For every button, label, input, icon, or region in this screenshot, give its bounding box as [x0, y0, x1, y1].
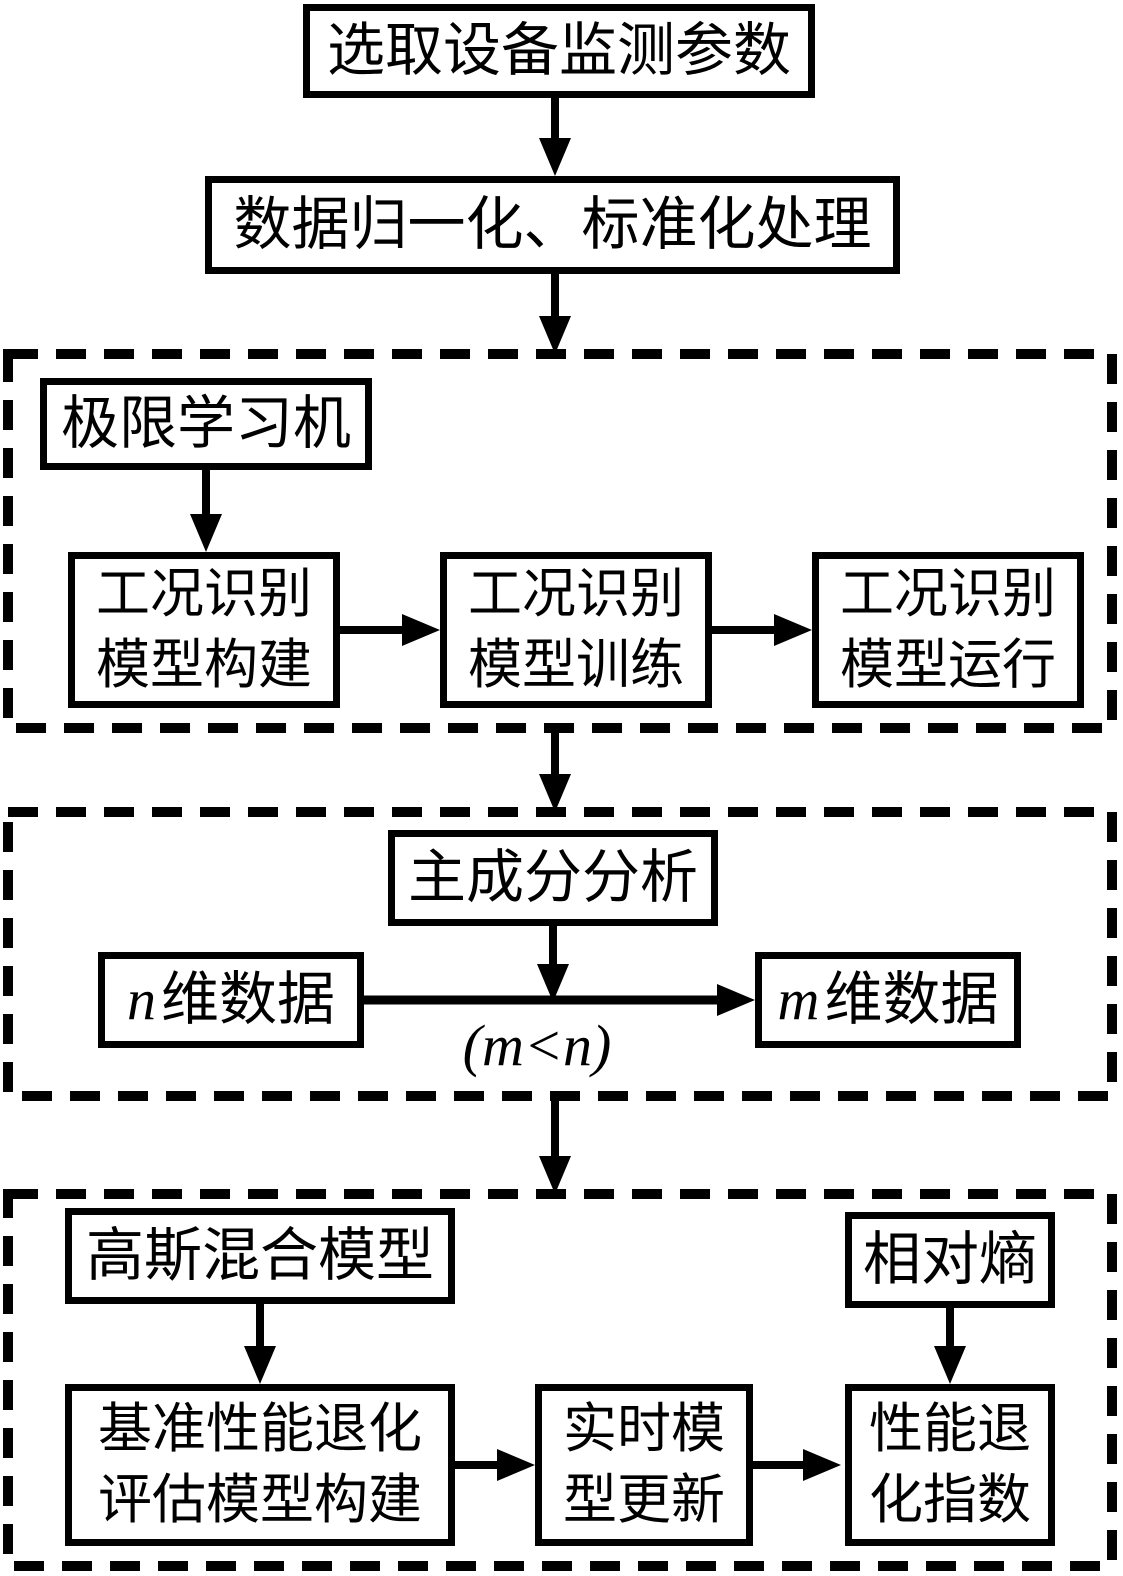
node-baseline-degradation-model: 基准性能退化 评估模型构建	[65, 1384, 455, 1546]
arrow-relentropy-to-pdi	[934, 1308, 966, 1384]
m-dim-label: 维数据	[824, 966, 999, 1032]
node-condition-model-train: 工况识别 模型训练	[440, 552, 712, 708]
arrow-stage1-to-stage2	[539, 730, 571, 812]
stage3-dashed-container	[3, 1189, 1117, 1571]
node-realtime-model-update: 实时模 型更新	[535, 1384, 753, 1546]
arrow-cond-build-to-train	[340, 614, 440, 646]
node-gaussian-mixture-model: 高斯混合模型	[65, 1208, 455, 1304]
node-degradation-index: 性能退 化指数	[845, 1384, 1055, 1546]
arrow-stage2-to-stage3	[539, 1098, 571, 1194]
m-dim-variable: m	[777, 966, 820, 1032]
node-relative-entropy: 相对熵	[845, 1212, 1055, 1308]
n-dim-label: 维数据	[160, 966, 335, 1032]
arrow-pca-to-reduction	[537, 926, 569, 1002]
node-condition-model-build: 工况识别 模型构建	[68, 552, 340, 708]
arrow-realtime-to-pdi	[753, 1449, 841, 1481]
node-condition-model-run: 工况识别 模型运行	[812, 552, 1084, 708]
arrow-gmm-to-baseline	[244, 1304, 276, 1384]
arrow-cond-train-to-run	[712, 614, 812, 646]
arrow-select-to-normalize	[539, 98, 571, 176]
arrow-baseline-to-realtime	[455, 1449, 535, 1481]
dim-constraint-note: (m<n)	[462, 1013, 612, 1078]
node-data-normalization: 数据归一化、标准化处理	[205, 176, 900, 274]
node-extreme-learning-machine: 极限学习机	[40, 378, 372, 470]
arrow-ndim-to-mdim	[364, 984, 755, 1016]
stage2-dashed-container	[3, 807, 1117, 1101]
arrow-elm-to-cond-build	[190, 470, 222, 552]
n-dim-variable: n	[126, 966, 156, 1032]
arrow-normalize-to-stage1	[539, 274, 571, 354]
node-select-monitoring-params: 选取设备监测参数	[303, 4, 815, 98]
node-pca: 主成分分析	[388, 830, 718, 926]
stage1-dashed-container	[3, 349, 1117, 733]
